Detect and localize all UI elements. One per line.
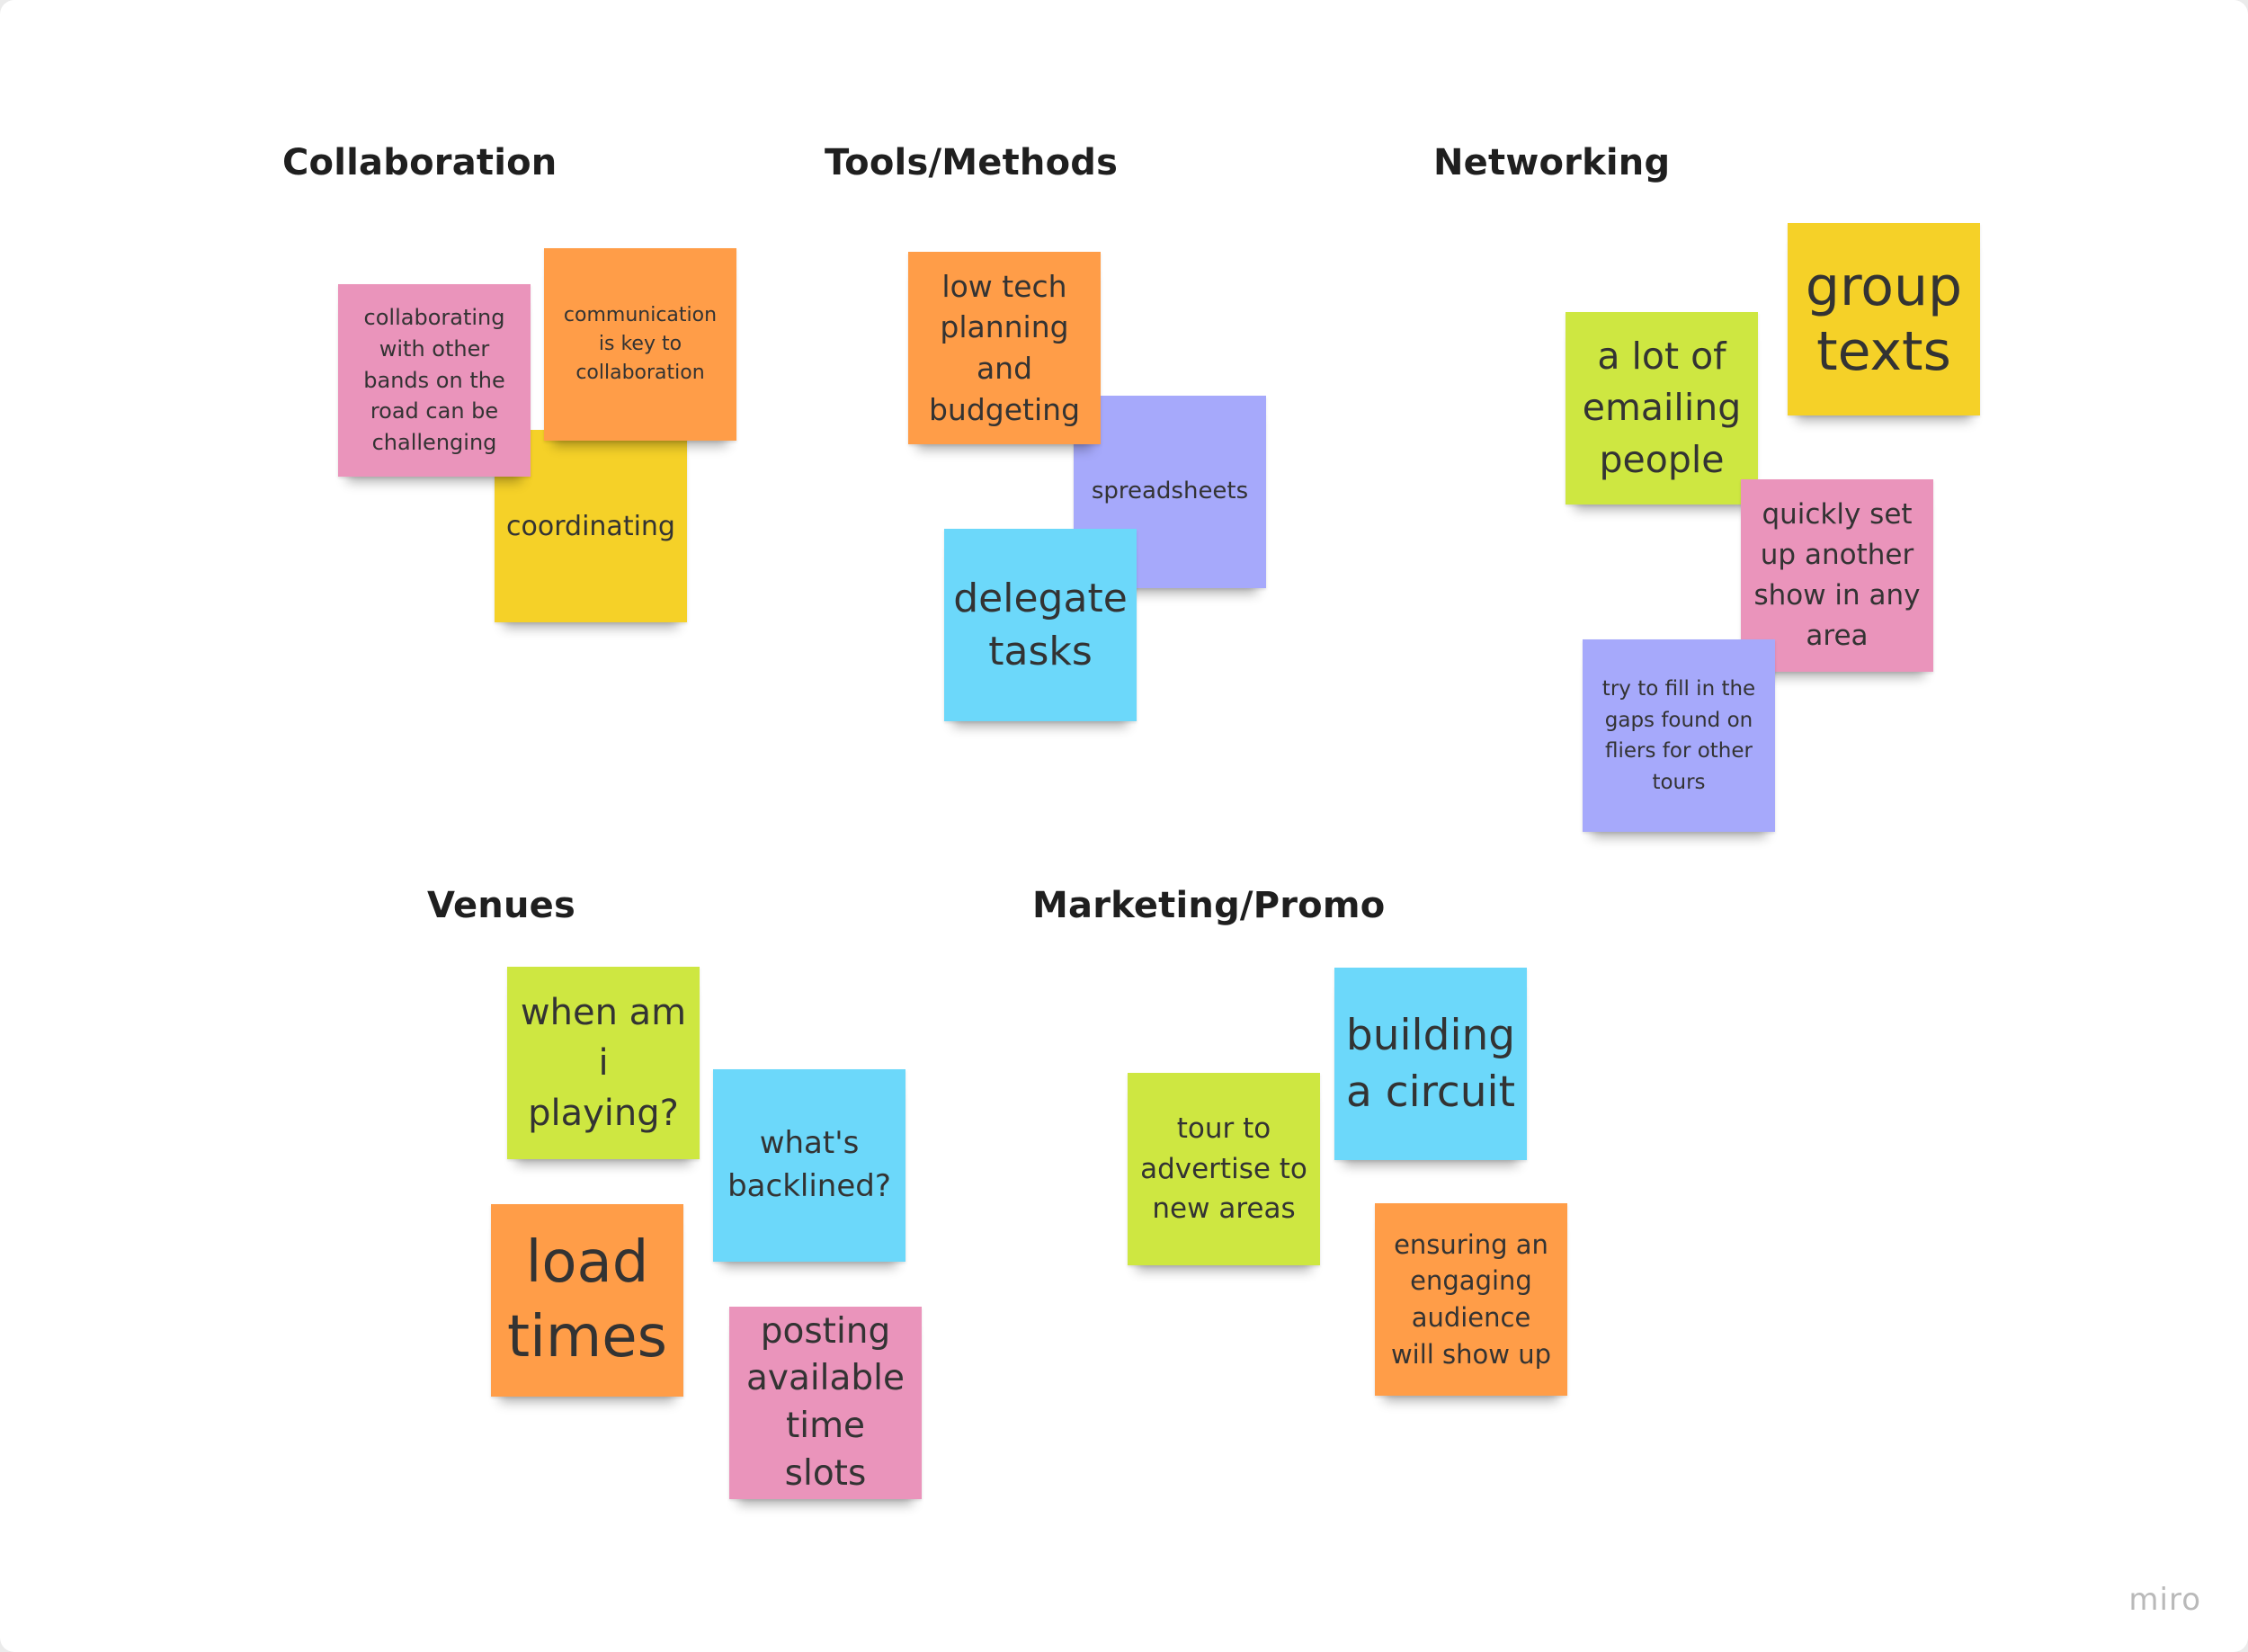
sticky-note-text: when am i playing? — [520, 992, 687, 1134]
sticky-note[interactable]: what's backlined? — [713, 1069, 905, 1262]
sticky-note-text: communication is key to collaboration — [563, 304, 718, 384]
sticky-note-text: try to fill in the gaps found on fliers … — [1601, 677, 1756, 794]
sticky-note[interactable]: posting available time slots — [729, 1307, 922, 1499]
sticky-note-text: a lot of emailing people — [1582, 334, 1742, 481]
miro-logo: miro — [2128, 1582, 2201, 1618]
sticky-note[interactable]: a lot of emailing people — [1566, 312, 1758, 505]
group-title-networking[interactable]: Networking — [1433, 142, 1671, 183]
sticky-note[interactable]: tour to advertise to new areas — [1128, 1073, 1320, 1265]
sticky-note[interactable]: building a circuit — [1334, 968, 1527, 1160]
sticky-note-text: coordinating — [506, 510, 675, 542]
sticky-note-text: low tech planning and budgeting — [928, 268, 1081, 427]
sticky-note-text: load times — [507, 1228, 667, 1371]
sticky-note[interactable]: low tech planning and budgeting — [908, 252, 1101, 444]
sticky-note[interactable]: group texts — [1788, 223, 1980, 415]
sticky-note-text: group texts — [1805, 255, 1963, 383]
sticky-note[interactable]: communication is key to collaboration — [544, 248, 736, 441]
sticky-note-text: building a circuit — [1345, 1010, 1516, 1117]
sticky-note-text: collaborating with other bands on the ro… — [363, 305, 505, 456]
sticky-note-text: spreadsheets — [1091, 478, 1249, 505]
sticky-note[interactable]: delegate tasks — [944, 529, 1137, 721]
sticky-note[interactable]: load times — [491, 1204, 683, 1397]
group-title-marketing-promo[interactable]: Marketing/Promo — [1032, 885, 1386, 926]
sticky-note-text: delegate tasks — [953, 575, 1128, 674]
group-title-collaboration[interactable]: Collaboration — [282, 142, 558, 183]
sticky-note[interactable]: when am i playing? — [507, 967, 700, 1159]
sticky-note-text: quickly set up another show in any area — [1753, 498, 1921, 652]
sticky-note[interactable]: collaborating with other bands on the ro… — [338, 284, 531, 477]
sticky-note-text: what's backlined? — [727, 1125, 891, 1204]
sticky-note-text: tour to advertise to new areas — [1140, 1112, 1307, 1226]
sticky-note[interactable]: ensuring an engaging audience will show … — [1375, 1203, 1567, 1396]
sticky-note[interactable]: coordinating — [495, 430, 687, 622]
sticky-note-text: posting available time slots — [745, 1310, 905, 1494]
sticky-note-text: ensuring an engaging audience will show … — [1390, 1228, 1552, 1370]
group-title-tools-methods[interactable]: Tools/Methods — [825, 142, 1119, 183]
group-title-venues[interactable]: Venues — [427, 885, 575, 926]
sticky-note[interactable]: try to fill in the gaps found on fliers … — [1583, 639, 1775, 832]
